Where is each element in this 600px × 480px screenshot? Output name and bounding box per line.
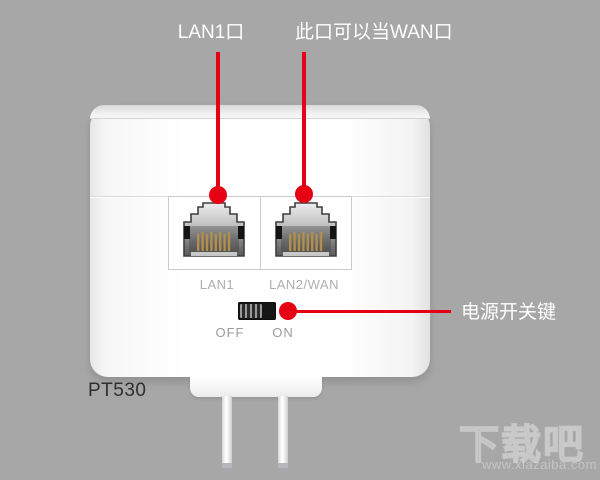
callout-dot-power — [279, 302, 297, 320]
device-body: LAN1 LAN2/WAN OFF ON — [90, 105, 430, 377]
rj45-jack-icon — [274, 202, 337, 257]
plug-prong-left — [222, 396, 232, 468]
power-switch-knob — [240, 304, 262, 318]
port-panel — [168, 196, 352, 270]
power-switch — [238, 302, 276, 320]
callout-line-power — [288, 310, 451, 313]
port-cell-lan2-wan — [261, 197, 352, 269]
callout-power-label: 电源开关键 — [461, 302, 557, 323]
callout-line-lan1 — [216, 52, 220, 190]
rj45-jack-icon — [183, 202, 246, 257]
plug-base — [190, 376, 322, 397]
model-label: PT530 — [88, 380, 147, 401]
callout-dot-lan1 — [209, 186, 227, 204]
port-label-lan1: LAN1 — [199, 277, 235, 292]
callout-line-wan — [302, 52, 306, 189]
switch-label-off: OFF — [215, 325, 245, 340]
port-label-lan2-wan: LAN2/WAN — [269, 277, 339, 292]
switch-label-on: ON — [272, 325, 294, 340]
plug-prong-right — [278, 396, 288, 468]
callout-wan-label: 此口可以当WAN口 — [295, 22, 453, 43]
callout-lan1-label: LAN1口 — [177, 22, 245, 43]
callout-dot-wan — [295, 185, 313, 203]
port-cell-lan1 — [169, 197, 261, 269]
watermark-url: www.xiazaiba.com — [482, 457, 597, 472]
watermark-logo: 下载吧 — [458, 422, 585, 468]
device-top-cap — [90, 105, 430, 119]
